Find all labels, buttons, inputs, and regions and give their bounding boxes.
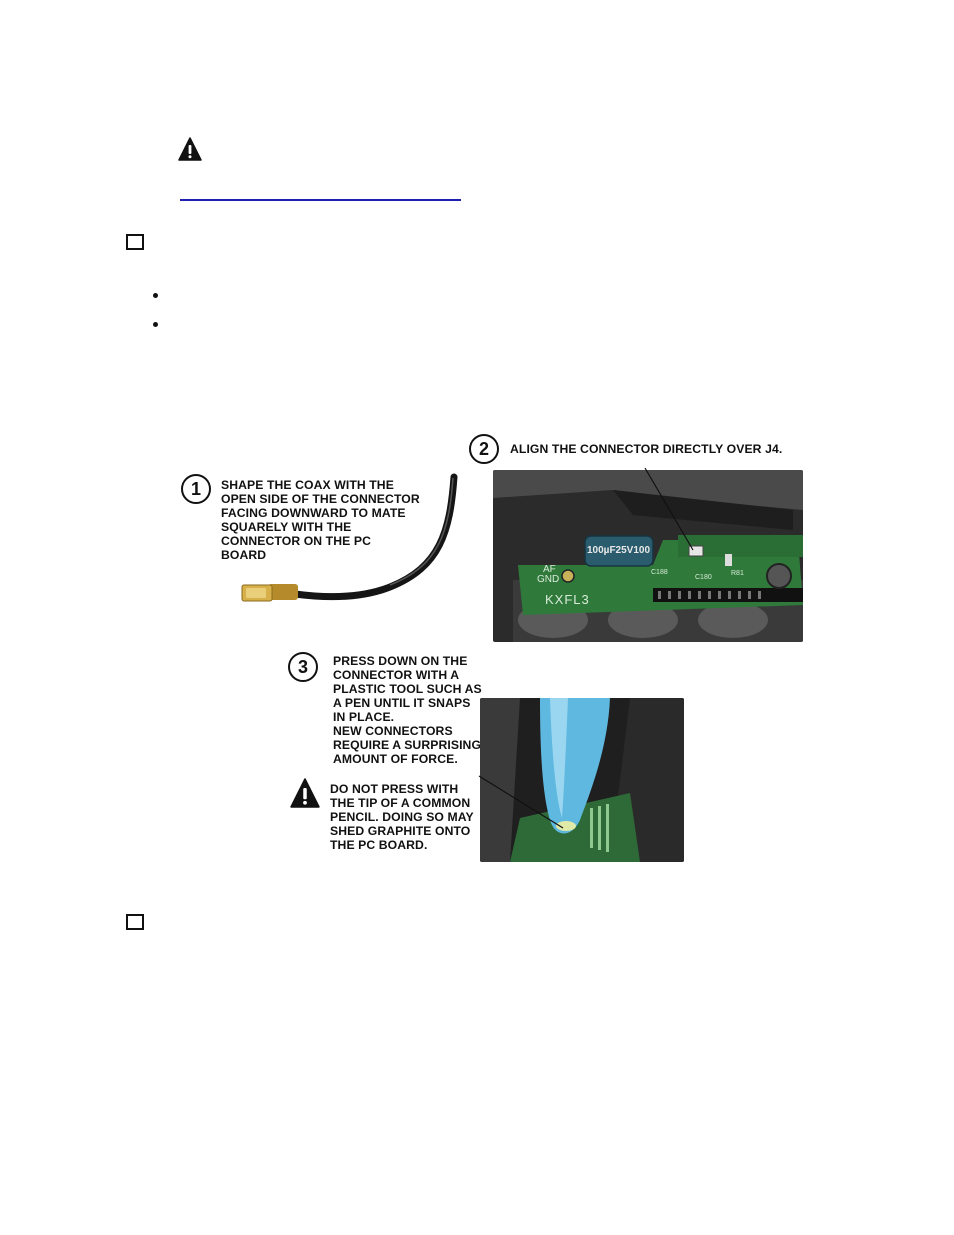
- gnd-label: GND: [537, 574, 560, 585]
- step-checkbox[interactable]: [126, 914, 144, 930]
- pc-board-photo: 100µF25V100 AF GND KXFL3 C188 C180 R81: [493, 470, 803, 642]
- step-2-pointer: [644, 467, 694, 551]
- pencil-warning-text: DO NOT PRESS WITH THE TIP OF A COMMON PE…: [330, 782, 474, 852]
- step-3-text: PRESS DOWN ON THE CONNECTOR WITH A PLAST…: [333, 654, 482, 766]
- step-2-number: 2: [469, 434, 499, 464]
- step-1-text: SHAPE THE COAX WITH THE OPEN SIDE OF THE…: [221, 478, 420, 562]
- kxfl3-label: KXFL3: [545, 592, 590, 607]
- c188-label: C188: [651, 569, 668, 576]
- r81-label: R81: [731, 570, 744, 577]
- capacitor-label: 100µF25V100: [587, 545, 651, 556]
- step-2-text: ALIGN THE CONNECTOR DIRECTLY OVER J4.: [510, 442, 783, 456]
- warning-icon: [290, 778, 320, 808]
- bullet-point: [153, 293, 158, 298]
- step-3-pointer: [478, 775, 564, 829]
- coax-cable-illustration: [241, 473, 458, 602]
- warning-icon: [178, 137, 202, 161]
- step-checkbox[interactable]: [126, 234, 144, 250]
- c180-label: C180: [695, 574, 712, 581]
- step-3-number: 3: [288, 652, 318, 682]
- pen-press-photo: [480, 698, 684, 862]
- hyperlink-underline[interactable]: [180, 199, 461, 201]
- installation-figure: 1 SHAPE THE COAX WITH THE OPEN SIDE OF T…: [175, 432, 805, 864]
- af-label: AF: [543, 564, 556, 575]
- step-1-number: 1: [181, 474, 211, 504]
- bullet-point: [153, 322, 158, 327]
